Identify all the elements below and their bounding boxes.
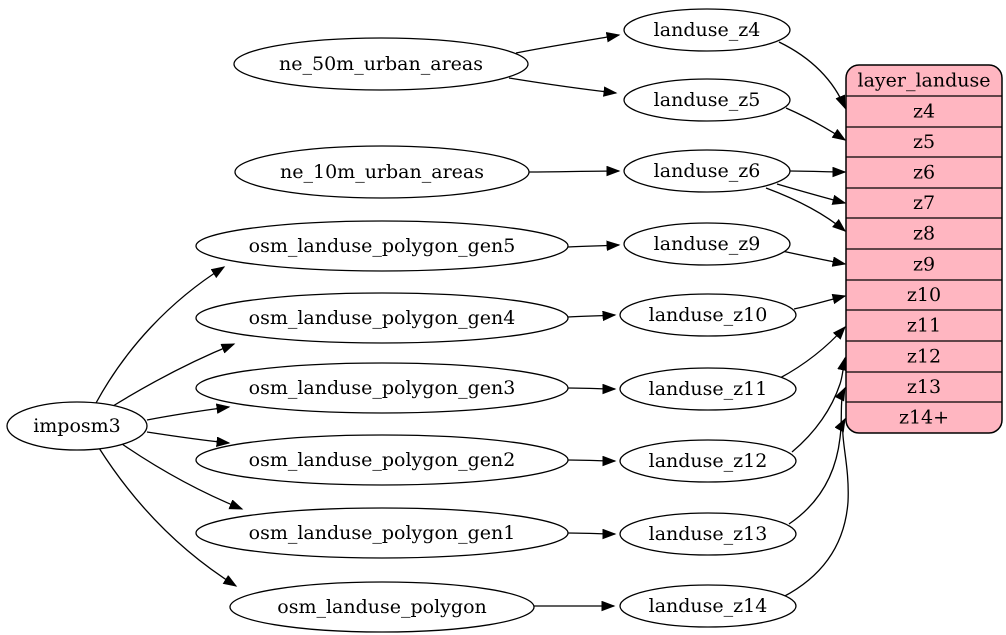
- node-landuse-z14: landuse_z14: [619, 584, 797, 628]
- node-osm-landuse-polygon-gen3-shape: [195, 362, 569, 414]
- node-osm-landuse-polygon-shape: [229, 581, 535, 633]
- edge-imposm3-osm_landuse_polygon_gen2: [146, 431, 229, 443]
- node-imposm3-label: imposm3: [33, 415, 121, 437]
- node-landuse-z13-label: landuse_z13: [649, 523, 768, 545]
- edge-landuse_z4-layer_landuse-z4: [778, 41, 846, 108]
- node-landuse-z4-shape: [623, 8, 791, 52]
- node-osm-landuse-polygon-gen3: osm_landuse_polygon_gen3: [195, 362, 569, 414]
- node-landuse-z13-shape: [619, 512, 797, 556]
- node-landuse-z9-shape: [623, 222, 791, 266]
- edge-landuse_z6-layer_landuse-z6: [789, 171, 845, 172]
- node-ne-10m-urban-areas-label: ne_10m_urban_areas: [280, 161, 484, 183]
- node-landuse-z11-shape: [619, 367, 797, 411]
- node-landuse-z12-label: landuse_z12: [649, 450, 768, 472]
- node-landuse-z11: landuse_z11: [619, 367, 797, 411]
- edge-ne_10m_urban_areas-landuse_z6: [528, 171, 619, 172]
- edge-imposm3-osm_landuse_polygon_gen1: [121, 443, 242, 510]
- edge-landuse_z11-layer_landuse-z11: [779, 327, 845, 379]
- node-imposm3-shape: [6, 401, 148, 451]
- edge-landuse_z9-layer_landuse-z9: [781, 250, 845, 264]
- node-ne-50m-urban-areas-shape: [233, 37, 529, 91]
- node-osm-landuse-polygon-gen1: osm_landuse_polygon_gen1: [195, 507, 569, 559]
- layer-landuse-row-z9: z9: [913, 254, 935, 276]
- node-landuse-z9: landuse_z9: [623, 222, 791, 266]
- layer-landuse-row-z5: z5: [913, 131, 935, 153]
- edge-ne_50m_urban_areas-landuse_z5: [508, 77, 616, 93]
- edge-landuse_z6-layer_landuse-z7: [776, 183, 845, 203]
- node-osm-landuse-polygon-gen3-label: osm_landuse_polygon_gen3: [249, 377, 516, 399]
- layer-landuse-row-z14plus: z14+: [899, 407, 949, 429]
- edge-osm_landuse_polygon_gen3-landuse_z11: [567, 388, 615, 389]
- layer-landuse-row-z4: z4: [913, 101, 935, 123]
- node-landuse-z5-label: landuse_z5: [654, 89, 761, 111]
- edge-landuse_z6-layer_landuse-z8: [765, 187, 845, 231]
- edge-osm_landuse_polygon_gen2-landuse_z12: [567, 460, 615, 461]
- node-landuse-z10-label: landuse_z10: [649, 304, 768, 326]
- node-landuse-z4-label: landuse_z4: [654, 19, 761, 41]
- edge-landuse_z5-layer_landuse-z5: [785, 107, 845, 140]
- node-osm-landuse-polygon-label: osm_landuse_polygon: [277, 596, 487, 618]
- node-osm-landuse-polygon-gen1-shape: [195, 507, 569, 559]
- edge-imposm3-osm_landuse_polygon_gen3: [146, 407, 229, 421]
- edge-landuse_z12-layer_landuse-z12: [791, 358, 845, 453]
- node-landuse-z4: landuse_z4: [623, 8, 791, 52]
- node-landuse-z10: landuse_z10: [619, 293, 797, 337]
- node-osm-landuse-polygon-gen4: osm_landuse_polygon_gen4: [195, 292, 569, 344]
- node-landuse-z6: landuse_z6: [623, 149, 791, 193]
- layer-landuse-row-z6: z6: [913, 162, 935, 184]
- edge-osm_landuse_polygon_gen5-landuse_z9: [567, 245, 619, 247]
- layer-landuse-row-z10: z10: [907, 284, 941, 306]
- edge-landuse_z14-layer_landuse-z14plus: [782, 419, 849, 598]
- node-landuse-z10-shape: [619, 293, 797, 337]
- node-osm-landuse-polygon-gen4-label: osm_landuse_polygon_gen4: [249, 307, 516, 329]
- edge-osm_landuse_polygon_gen4-landuse_z10: [567, 315, 615, 317]
- node-landuse-z9-label: landuse_z9: [654, 233, 761, 255]
- node-landuse-z6-shape: [623, 149, 791, 193]
- node-ne-10m-urban-areas: ne_10m_urban_areas: [234, 145, 530, 199]
- node-osm-landuse-polygon-gen2-label: osm_landuse_polygon_gen2: [249, 449, 516, 471]
- node-osm-landuse-polygon-gen2: osm_landuse_polygon_gen2: [195, 434, 569, 486]
- edge-imposm3-osm_landuse_polygon_gen4: [112, 343, 234, 407]
- node-landuse-z12-shape: [619, 439, 797, 483]
- edge-layer: [95, 35, 849, 606]
- node-landuse-z13: landuse_z13: [619, 512, 797, 556]
- node-osm-landuse-polygon-gen4-shape: [195, 292, 569, 344]
- node-ne-50m-urban-areas: ne_50m_urban_areas: [233, 37, 529, 91]
- edge-imposm3-osm_landuse_polygon_gen5: [95, 267, 224, 404]
- node-landuse-z12: landuse_z12: [619, 439, 797, 483]
- edge-imposm3-osm_landuse_polygon: [98, 447, 236, 586]
- edge-landuse_z10-layer_landuse-z10: [793, 296, 845, 310]
- edge-ne_50m_urban_areas-landuse_z4: [515, 35, 619, 54]
- node-landuse-z11-label: landuse_z11: [649, 378, 768, 400]
- layer-landuse-row-z8: z8: [913, 223, 935, 245]
- node-landuse-z5-shape: [623, 78, 791, 122]
- edge-osm_landuse_polygon_gen1-landuse_z13: [567, 533, 615, 534]
- node-landuse-z14-shape: [619, 584, 797, 628]
- node-ne-10m-urban-areas-shape: [234, 145, 530, 199]
- node-landuse-z5: landuse_z5: [623, 78, 791, 122]
- node-landuse-z6-label: landuse_z6: [654, 160, 761, 182]
- node-ne-50m-urban-areas-label: ne_50m_urban_areas: [279, 53, 483, 75]
- layer-landuse-row-z11: z11: [907, 315, 941, 337]
- layer-landuse-row-z13: z13: [907, 376, 941, 398]
- layer-landuse-title: layer_landuse: [858, 70, 991, 92]
- node-imposm3: imposm3: [6, 401, 148, 451]
- node-landuse-z14-label: landuse_z14: [649, 595, 768, 617]
- layer-landuse-row-z12: z12: [907, 346, 941, 368]
- node-osm-landuse-polygon-gen5-shape: [195, 220, 569, 272]
- node-osm-landuse-polygon-gen5-label: osm_landuse_polygon_gen5: [249, 235, 516, 257]
- node-osm-landuse-polygon: osm_landuse_polygon: [229, 581, 535, 633]
- node-layer-landuse: layer_landuse z4 z5 z6 z7 z8 z9 z10 z11 …: [845, 64, 1003, 434]
- node-osm-landuse-polygon-gen5: osm_landuse_polygon_gen5: [195, 220, 569, 272]
- node-osm-landuse-polygon-gen2-shape: [195, 434, 569, 486]
- node-osm-landuse-polygon-gen1-label: osm_landuse_polygon_gen1: [249, 522, 516, 544]
- layer-landuse-row-z7: z7: [913, 192, 935, 214]
- edge-landuse_z13-layer_landuse-z13: [788, 388, 845, 525]
